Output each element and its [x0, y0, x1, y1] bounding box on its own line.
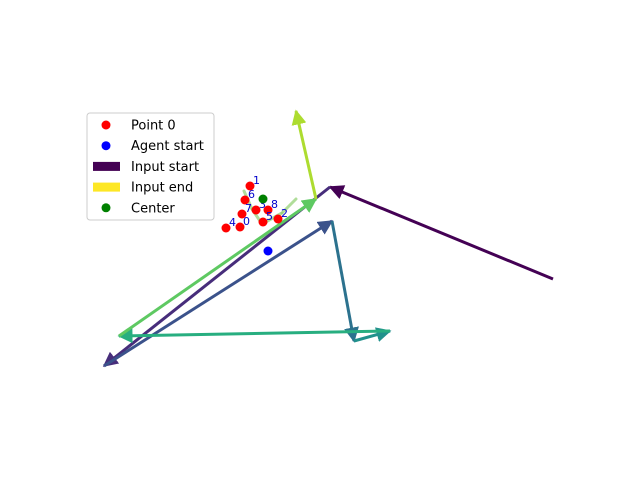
center-marker — [258, 194, 268, 204]
point-label: 8 — [271, 198, 278, 211]
legend-swatch — [93, 182, 120, 192]
point-label: 0 — [243, 215, 250, 228]
point-marker — [245, 181, 255, 191]
point-label: 6 — [248, 188, 255, 201]
point-marker — [221, 223, 231, 233]
input-arrow — [328, 185, 554, 281]
legend-label: Input start — [131, 160, 199, 175]
agent-start-marker — [263, 246, 273, 256]
point-marker — [235, 222, 245, 232]
point-marker — [240, 195, 250, 205]
point-label: 1 — [253, 174, 260, 187]
legend-marker — [101, 141, 111, 151]
point-marker — [273, 214, 283, 224]
input-arrow — [117, 328, 391, 344]
legend-label: Agent start — [131, 139, 204, 154]
point-marker — [237, 209, 247, 219]
point-markers: 0 1 2 3 4 567 8 — [221, 174, 288, 256]
legend-marker — [101, 203, 111, 213]
legend-label: Input end — [131, 181, 193, 196]
point-label: 5 — [266, 210, 273, 223]
legend-label: Point 0 — [131, 119, 176, 134]
point-label: 3 — [259, 198, 266, 211]
legend-swatch — [93, 161, 120, 171]
input-arrow — [291, 109, 318, 200]
input-arrow — [118, 197, 318, 338]
input-arrow — [103, 219, 334, 368]
point-marker — [263, 205, 273, 215]
point-label: 4 — [229, 216, 236, 229]
legend-label: Center — [131, 201, 175, 216]
legend-marker — [101, 120, 111, 130]
point-label: 7 — [245, 202, 252, 215]
input-path-arrows — [102, 109, 554, 368]
point-marker — [251, 205, 261, 215]
trail-segment — [280, 197, 298, 215]
point-label: 2 — [281, 207, 288, 220]
legend-frame — [86, 112, 215, 221]
point-marker — [258, 217, 268, 227]
input-arrow — [330, 220, 359, 343]
input-arrow — [353, 327, 392, 343]
